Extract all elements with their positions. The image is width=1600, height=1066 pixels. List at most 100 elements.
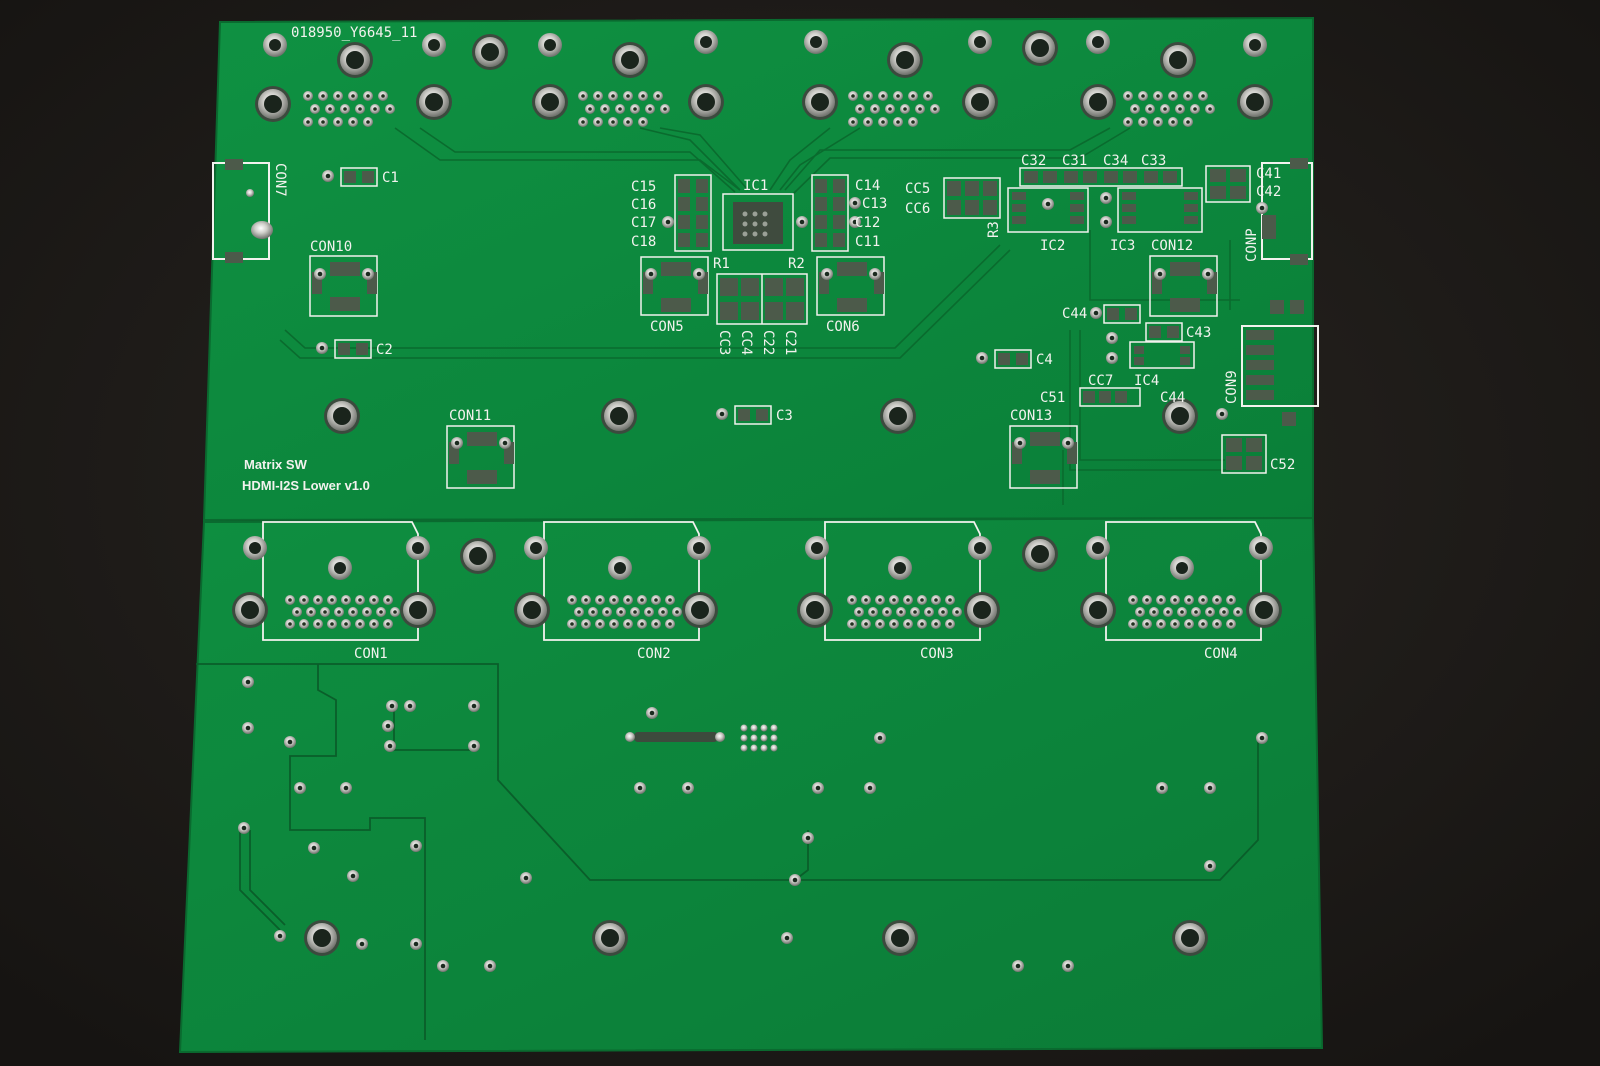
pad (630, 104, 640, 114)
pad (303, 91, 313, 101)
pad (284, 736, 296, 748)
pad (593, 117, 603, 127)
pad (1128, 595, 1138, 605)
pad (484, 960, 496, 972)
pad (348, 117, 358, 127)
pad (242, 676, 254, 688)
pad (1256, 732, 1268, 744)
label-conp: CONP (1244, 228, 1260, 262)
pad (637, 619, 647, 629)
pad (1177, 607, 1187, 617)
label-c43: C44 (1160, 390, 1185, 406)
pad (812, 782, 824, 794)
pad (1128, 619, 1138, 629)
c11-c14: C14 C13 C12 C11 (796, 174, 887, 252)
pad (376, 607, 386, 617)
pad (386, 700, 398, 712)
pad (1226, 619, 1236, 629)
label-c31: C33 (1141, 153, 1166, 169)
pad (355, 104, 365, 114)
con3: CON3 (824, 521, 981, 662)
pad (638, 117, 648, 127)
panel-id: 018950_Y6645_11 (291, 25, 417, 41)
ic2: R3 IC2 (986, 187, 1089, 254)
label-c13: C13 (862, 196, 887, 212)
pad (574, 607, 584, 617)
pad (885, 104, 895, 114)
pad (299, 595, 309, 605)
label-c16: C16 (631, 197, 656, 213)
pad (863, 91, 873, 101)
pad (615, 104, 625, 114)
pad (390, 607, 400, 617)
pad (356, 938, 368, 950)
pad (333, 117, 343, 127)
label-c11: C11 (855, 234, 880, 250)
pad (341, 595, 351, 605)
con13: CON13 (1009, 408, 1078, 489)
label-con13: CON13 (1010, 408, 1052, 424)
pad (593, 91, 603, 101)
pad (874, 732, 886, 744)
con2: CON2 (543, 521, 700, 662)
label-r3: R3 (986, 221, 1002, 238)
ic1: IC1 (722, 178, 794, 251)
label-c17: C17 (631, 215, 656, 231)
pad (581, 619, 591, 629)
pad (645, 104, 655, 114)
pad (1212, 619, 1222, 629)
label-con2: CON2 (637, 646, 671, 662)
pad (875, 619, 885, 629)
label-c41: C43 (1186, 325, 1211, 341)
label-c51: C52 (1270, 457, 1295, 473)
pad (931, 619, 941, 629)
pad (369, 595, 379, 605)
pad (608, 91, 618, 101)
pad (893, 91, 903, 101)
label-ic3: IC3 (1110, 238, 1135, 254)
pad (320, 607, 330, 617)
label-c22: C32 (1021, 153, 1046, 169)
pad (646, 707, 658, 719)
pad (355, 619, 365, 629)
pad (660, 104, 670, 114)
pad (310, 104, 320, 114)
pad (1175, 104, 1185, 114)
pad (623, 91, 633, 101)
pad (1205, 104, 1215, 114)
pad (638, 91, 648, 101)
pad (325, 104, 335, 114)
pad (1184, 595, 1194, 605)
vga-connectors: CON1 CON2 CON3 CON4 (262, 521, 1262, 662)
pad (318, 117, 328, 127)
pad (341, 619, 351, 629)
pad (917, 595, 927, 605)
pad (327, 595, 337, 605)
pad (285, 595, 295, 605)
label-c14: C14 (855, 178, 880, 194)
c3: C3 (716, 405, 793, 425)
label-c4: C4 (1036, 352, 1053, 368)
pad (1012, 960, 1024, 972)
pad (242, 722, 254, 734)
pad (893, 117, 903, 127)
pad (931, 595, 941, 605)
pad (848, 117, 858, 127)
label-r2: R2 (788, 256, 805, 272)
pad (682, 782, 694, 794)
pad (370, 104, 380, 114)
pad (672, 607, 682, 617)
pad (1204, 782, 1216, 794)
pad (348, 91, 358, 101)
pad (378, 91, 388, 101)
pad (363, 117, 373, 127)
pad (900, 104, 910, 114)
pad (848, 91, 858, 101)
title-line1: Matrix SW (244, 457, 308, 472)
pad (616, 607, 626, 617)
pad (802, 832, 814, 844)
pad (875, 595, 885, 605)
pad (313, 595, 323, 605)
con10: CON10 (309, 239, 378, 317)
label-ic1: IC1 (743, 178, 768, 194)
